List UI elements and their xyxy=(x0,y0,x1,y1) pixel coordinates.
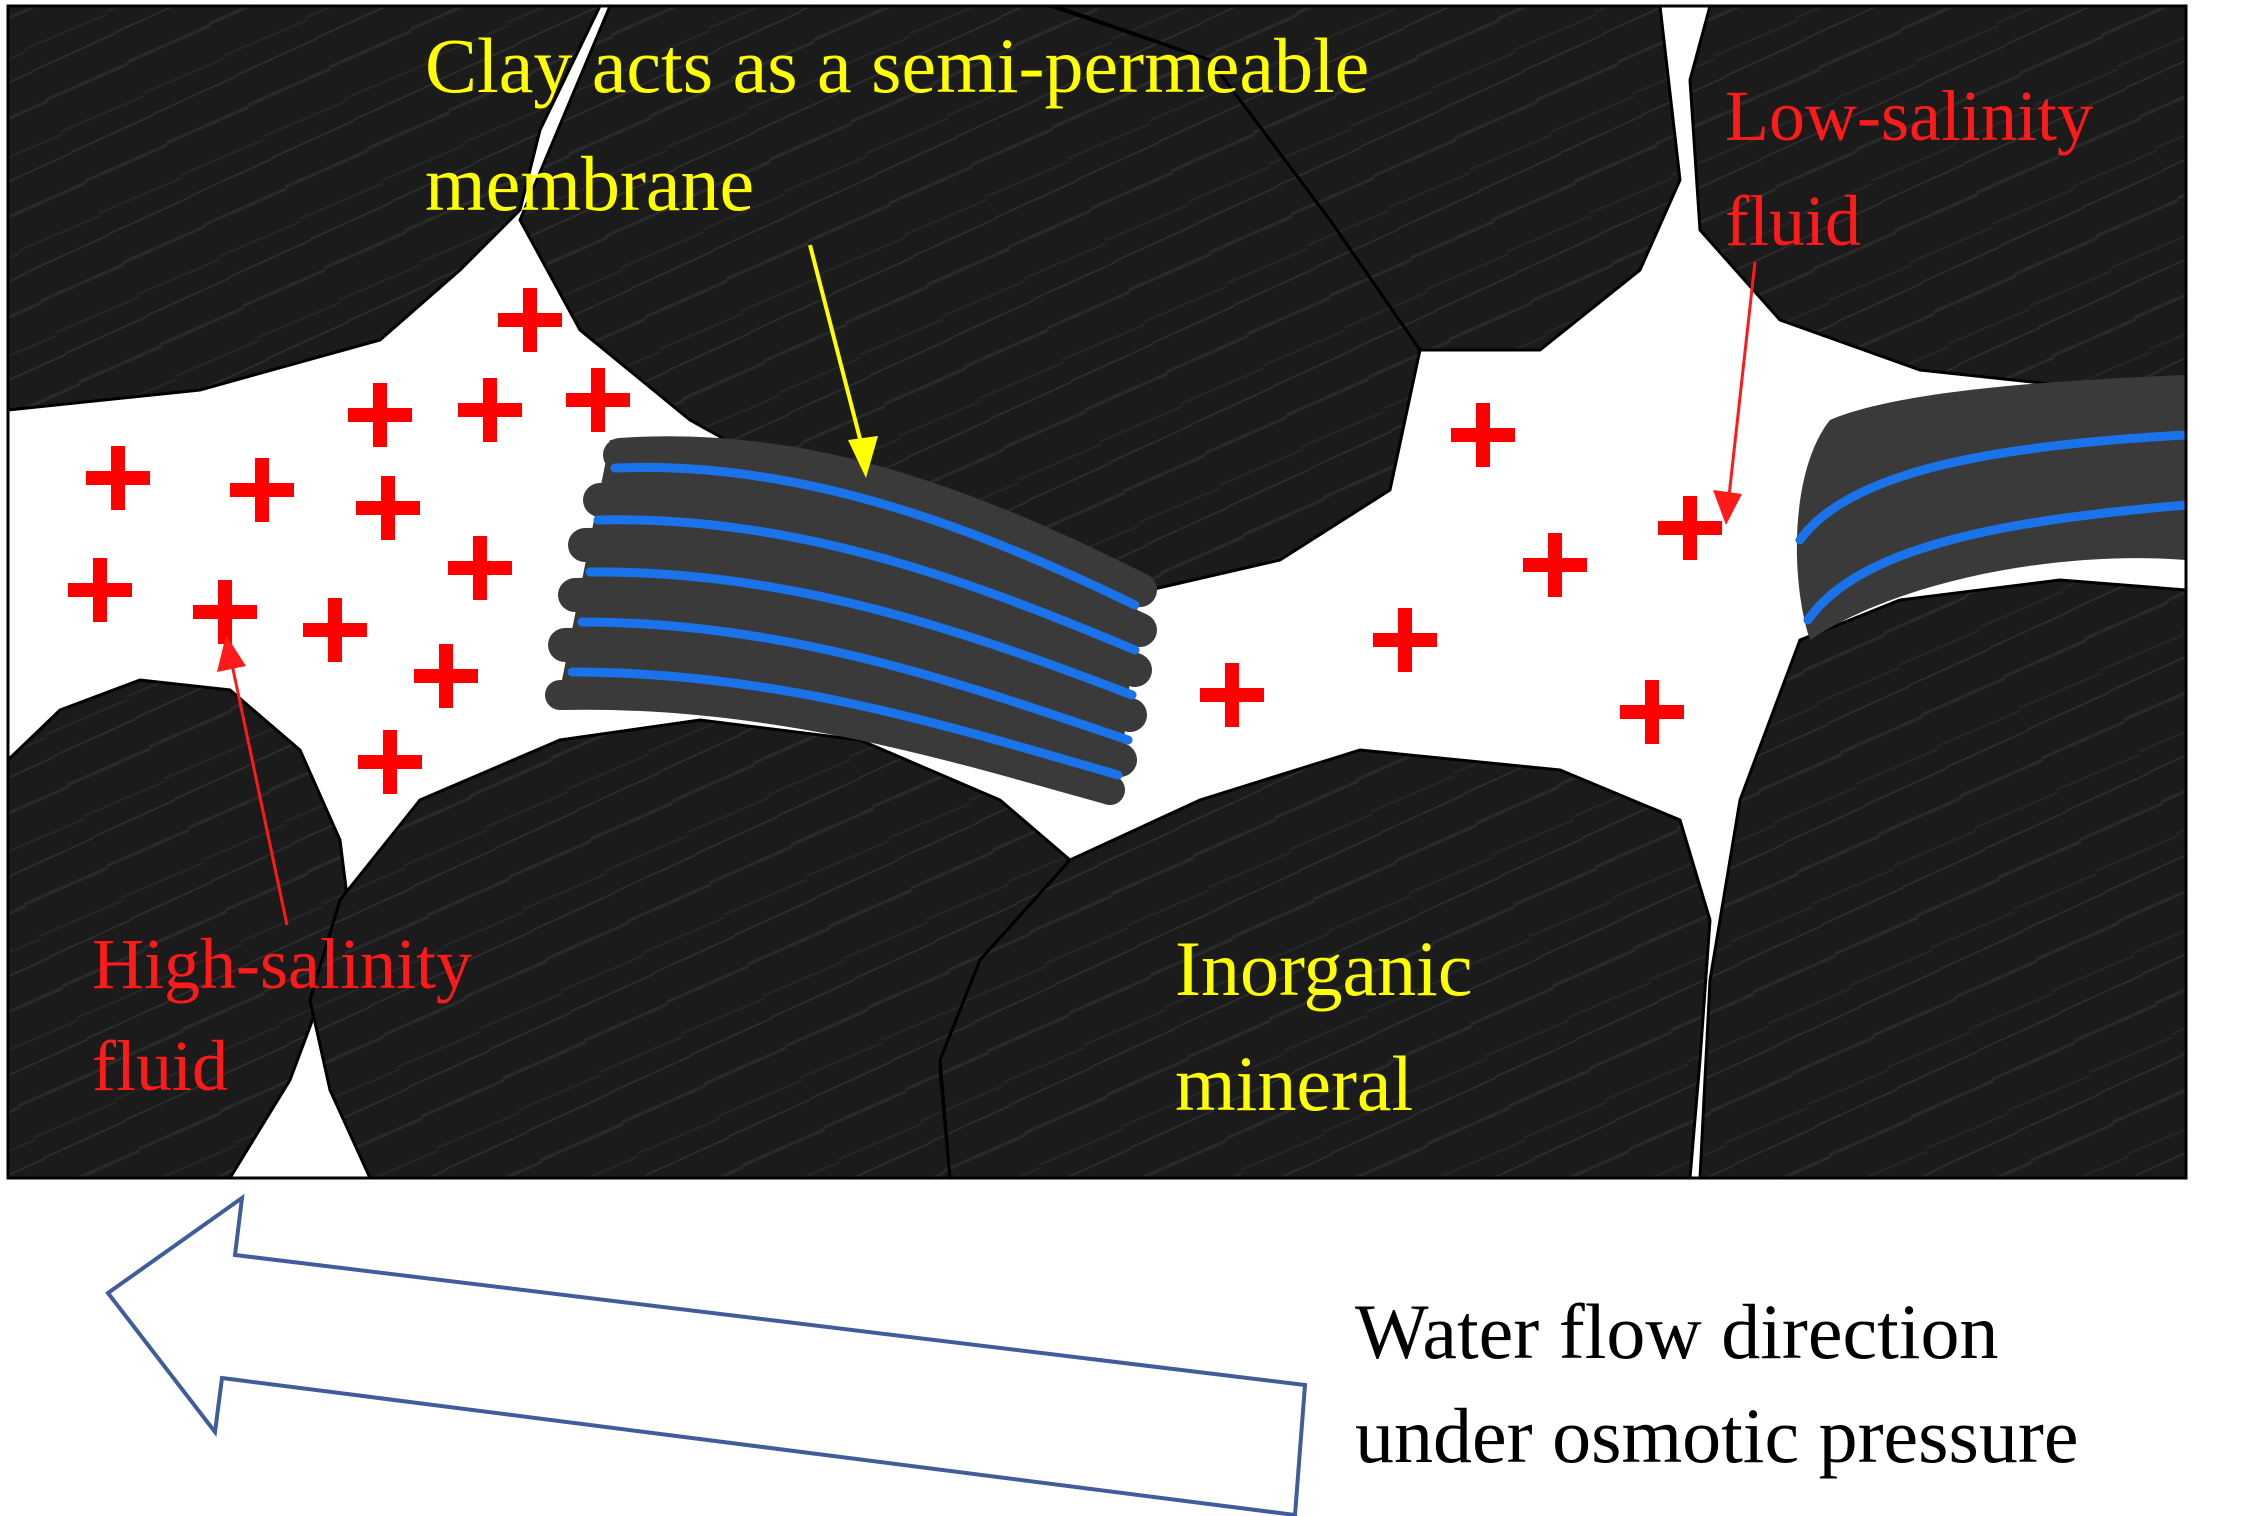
ion-plus xyxy=(303,598,367,662)
mineral-label-line1: Inorganic xyxy=(1175,925,1472,1012)
pointer-arrows xyxy=(217,244,1757,926)
ion-plus xyxy=(414,644,478,708)
mineral-grains xyxy=(8,6,2186,1178)
membrane-pointer-arrowhead xyxy=(848,436,878,478)
grain-bottom-center xyxy=(938,748,1712,1178)
ion-plus xyxy=(68,558,132,622)
grain-top-right xyxy=(1688,6,2186,387)
clay-water-layers xyxy=(567,462,1140,780)
ion-plus xyxy=(358,730,422,794)
ion-plus xyxy=(356,476,420,540)
ion-plus xyxy=(458,378,522,442)
ion-plus xyxy=(230,458,294,522)
low-salinity-pointer-arrow xyxy=(1726,261,1757,506)
ion-plus xyxy=(566,368,630,432)
grain-top-mid-right xyxy=(1054,6,1682,352)
ion-plus xyxy=(193,580,257,644)
high-salinity-pointer-arrow xyxy=(228,654,289,926)
grain-top-left xyxy=(8,6,602,412)
ion-plus xyxy=(1373,608,1437,672)
membrane-label-line2: membrane xyxy=(425,140,754,227)
grain-bottom-right xyxy=(1698,578,2186,1178)
ion-plus xyxy=(1658,496,1722,560)
high-salinity-ions xyxy=(68,288,630,794)
mineral-label-line2: mineral xyxy=(1175,1040,1413,1127)
high-salinity-label-line1: High-salinity xyxy=(92,924,472,1004)
ion-plus xyxy=(86,446,150,510)
flow-label-line1: Water flow direction xyxy=(1355,1288,1998,1375)
high-salinity-label-line2: fluid xyxy=(92,1026,228,1106)
ion-plus xyxy=(1620,680,1684,744)
grain-bottom-left xyxy=(8,678,352,1178)
ion-plus xyxy=(498,288,562,352)
flow-label-line2: under osmotic pressure xyxy=(1355,1392,2078,1479)
ion-plus xyxy=(1451,403,1515,467)
ion-plus xyxy=(1523,533,1587,597)
high-salinity-pointer-arrowhead xyxy=(217,635,246,672)
low-salinity-label-line2: fluid xyxy=(1725,181,1861,261)
water-flow-arrow xyxy=(105,1193,1308,1516)
clay-membrane-right xyxy=(1795,375,2186,640)
low-salinity-ions xyxy=(1200,403,1722,744)
diagram-frame xyxy=(6,4,2188,1180)
low-salinity-label-line1: Low-salinity xyxy=(1725,76,2093,156)
ion-plus xyxy=(448,536,512,600)
membrane-label-line1: Clay acts as a semi-permeable xyxy=(425,22,1369,109)
ion-plus xyxy=(1200,663,1264,727)
ion-plus xyxy=(348,383,412,447)
membrane-pointer-arrow xyxy=(808,244,868,463)
low-salinity-pointer-arrowhead xyxy=(1713,490,1742,525)
clay-membrane-left xyxy=(545,436,1157,805)
